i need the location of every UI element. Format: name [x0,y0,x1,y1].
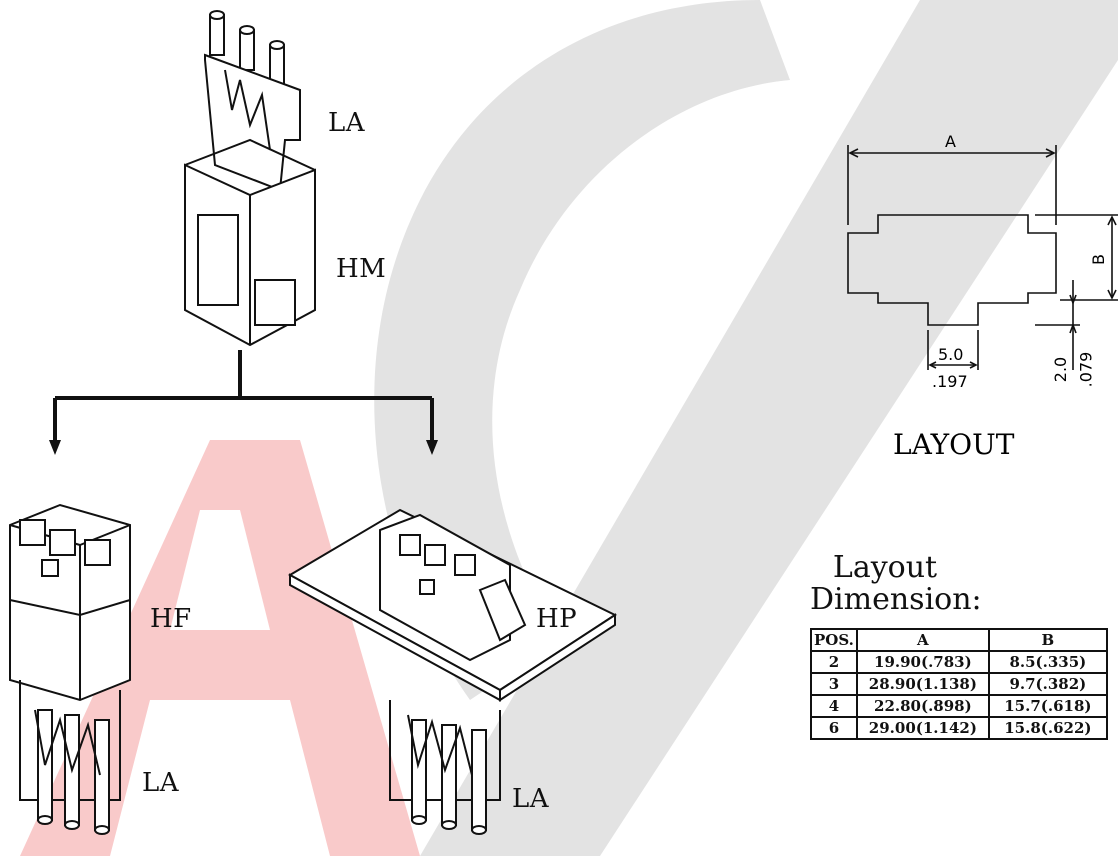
cell-a: 19.90(.783) [855,650,990,674]
cell-a: 22.80(.898) [855,694,990,718]
connector-diagram [9,10,618,835]
dim-197-label: .197 [932,372,968,391]
layout-dimension-title-line2: Dimension: [810,582,982,617]
dim-5-label: 5.0 [938,345,964,364]
label-hm: HM [336,254,387,284]
table-row: 4 22.80(.898) 15.7(.618) [810,694,1108,718]
cell-b: 8.5(.335) [987,650,1108,674]
header-b: B [987,628,1108,652]
dim-b-label: B [1088,254,1108,265]
table-header-row: POS. A B [810,628,1108,652]
la-latch-top [204,53,301,192]
cell-b: 15.8(.622) [987,716,1108,740]
cell-pos: 2 [810,650,858,674]
cell-a: 28.90(1.138) [855,672,990,696]
watermark-slash [420,0,1118,856]
dim-079-label: .079 [1076,351,1096,388]
layout-dimension-title-line1: Layout [832,550,938,585]
label-la-top: LA [328,108,366,138]
watermark-letter-c [374,0,790,700]
label-la-left: LA [142,768,180,798]
table-row: 6 29.00(1.142) 15.8(.622) [810,716,1108,740]
label-la-right: LA [512,784,550,814]
table-row: 3 28.90(1.138) 9.7(.382) [810,672,1108,696]
dim-a-label: A [945,132,956,151]
cell-pos: 6 [810,716,858,740]
cell-b: 9.7(.382) [987,672,1108,696]
label-hp: HP [536,604,578,634]
label-hf: HF [150,604,192,634]
header-a: A [855,628,990,652]
header-pos: POS. [810,628,858,652]
footprint-outline [847,214,1057,326]
cell-pos: 4 [810,694,858,718]
cell-b: 15.7(.618) [987,694,1108,718]
layout-footprint-drawing [847,145,1118,370]
hp-assembly [287,508,618,835]
table-row: 2 19.90(.783) 8.5(.335) [810,650,1108,674]
cell-a: 29.00(1.142) [855,716,990,740]
layout-title: LAYOUT [893,428,1015,461]
flow-arrows [53,350,434,445]
cell-pos: 3 [810,672,858,696]
dim-2-label: 2.0 [1051,356,1071,383]
dimension-table: POS. A B 2 19.90(.783) 8.5(.335) 3 28.90… [810,628,1108,740]
hf-housing [9,503,131,835]
